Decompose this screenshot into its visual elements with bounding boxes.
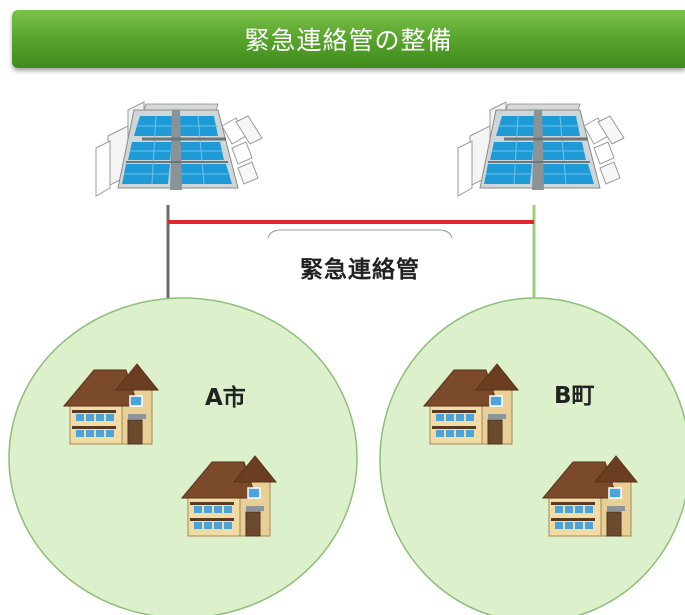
diagram-title: 緊急連絡管の整備 bbox=[244, 26, 453, 55]
area-b-label: B町 bbox=[554, 383, 595, 409]
water-treatment-plant-icon bbox=[94, 100, 264, 198]
area-b-circle bbox=[379, 297, 685, 615]
pipe-label-callout bbox=[267, 229, 453, 239]
pipe-label: 緊急連絡管 bbox=[300, 257, 420, 283]
title-banner: 緊急連絡管の整備 bbox=[12, 10, 685, 68]
area-a-label: A市 bbox=[205, 385, 246, 411]
area-a-circle bbox=[8, 297, 358, 615]
water-treatment-plant-icon bbox=[456, 100, 626, 198]
